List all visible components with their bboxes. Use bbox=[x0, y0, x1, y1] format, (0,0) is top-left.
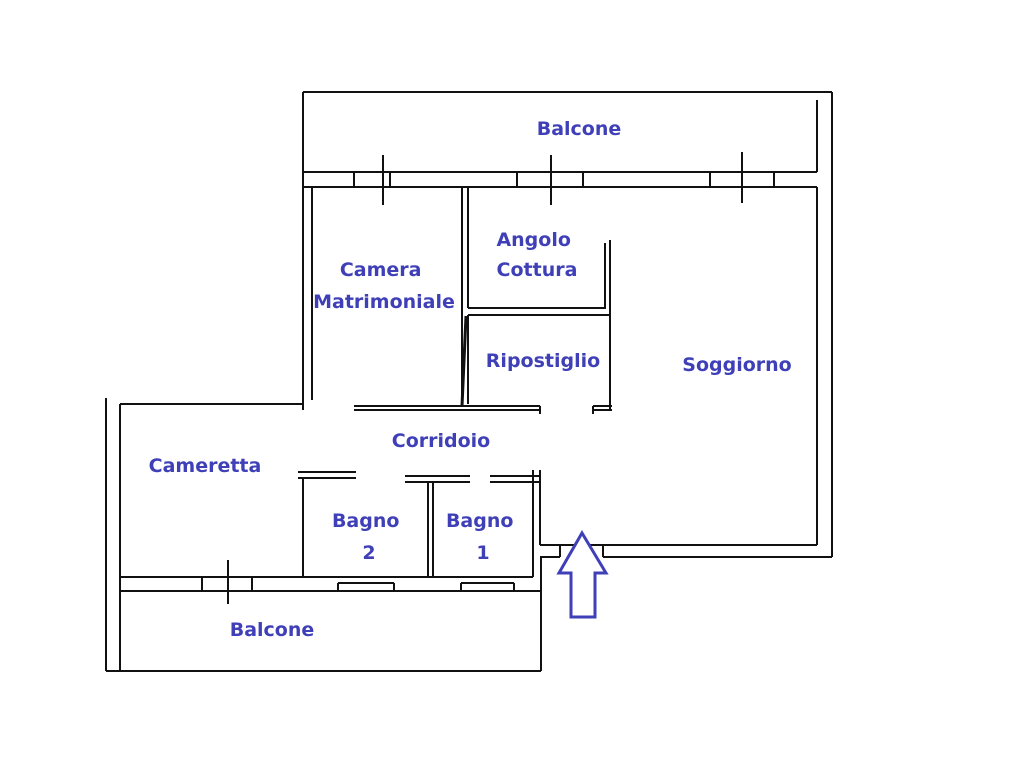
entrance-arrow-icon bbox=[556, 530, 609, 619]
room-labels: Balcone Angolo Cottura Camera Matrimonia… bbox=[149, 118, 792, 641]
label-balcone-top: Balcone bbox=[537, 118, 622, 140]
label-angolo-cottura: Angolo Cottura bbox=[496, 229, 577, 281]
label-camera-matrimoniale: Camera Matrimoniale bbox=[313, 259, 455, 313]
label-corridoio: Corridoio bbox=[392, 430, 490, 452]
label-cameretta: Cameretta bbox=[149, 455, 262, 477]
label-balcone-bottom: Balcone bbox=[230, 619, 315, 641]
label-bagno-1: Bagno 1 bbox=[446, 510, 520, 564]
walls bbox=[105, 91, 833, 672]
label-bagno-2: Bagno 2 bbox=[332, 510, 406, 564]
label-ripostiglio: Ripostiglio bbox=[486, 350, 600, 372]
label-soggiorno: Soggiorno bbox=[682, 354, 791, 376]
